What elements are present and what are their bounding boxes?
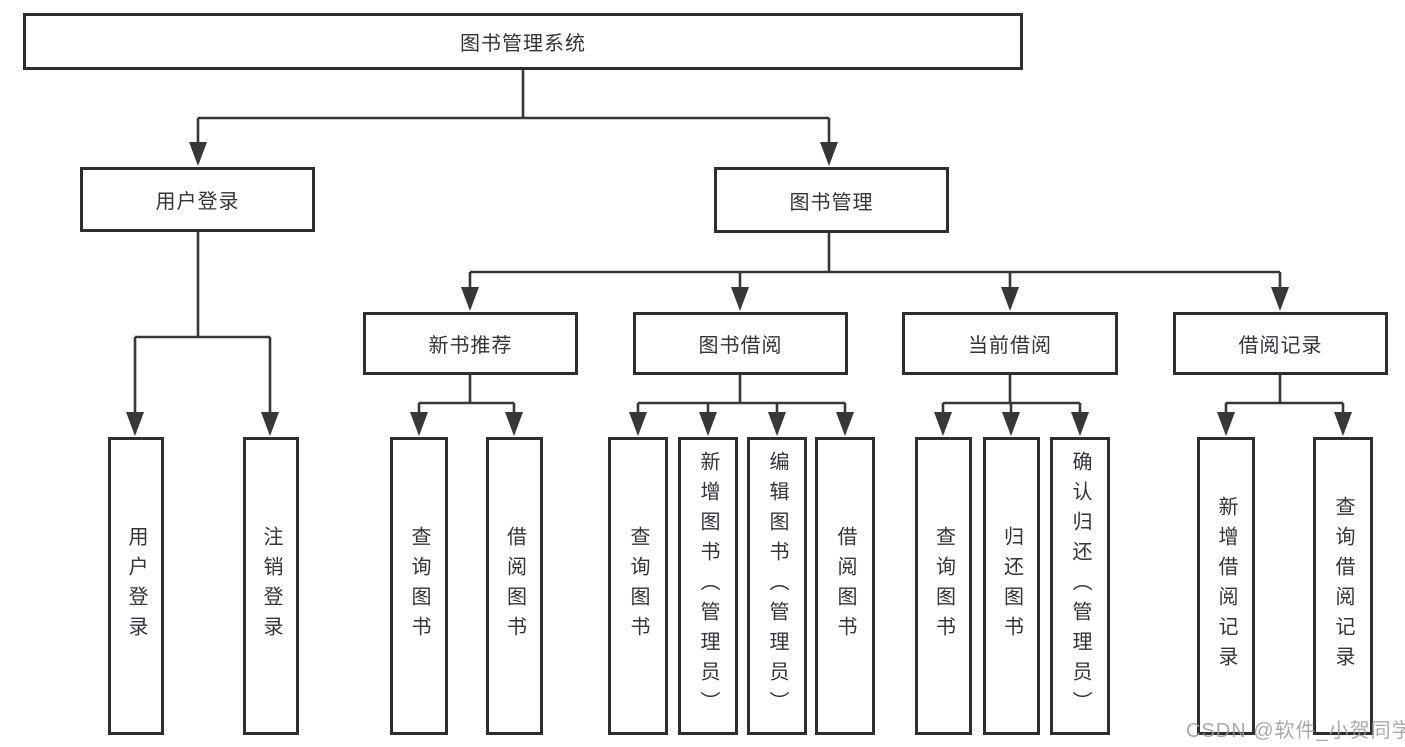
leaf-current-query-books: 查询图书 [915,437,972,735]
leaf-borrowing-edit-books-admin: 编辑图书（管理员） [747,437,807,735]
arrowhead-icon [1001,287,1019,311]
connector-bookborrow-to-leaves [636,375,847,433]
leaf-newbooks-borrow-books: 借阅图书 [486,437,543,735]
connector-bookmgmt-to-level3 [468,233,1282,308]
csdn-watermark: CSDN @软件_小贺同学 [1186,720,1405,742]
node-user-login: 用户登录 [80,167,315,232]
connector-newbooks-to-leaves [417,375,516,433]
connector-records-to-leaves [1224,375,1345,433]
leaf-borrowing-query-books: 查询图书 [608,437,668,735]
arrowhead-icon [189,142,207,166]
arrowhead-icon [820,142,838,166]
leaf-records-query-record: 查询借阅记录 [1313,437,1373,735]
node-book-borrowing: 图书借阅 [633,312,848,375]
leaf-borrowing-borrow-books: 借阅图书 [815,437,875,735]
arrowhead-icon [1071,412,1089,436]
arrowheads [126,142,1352,436]
leaf-current-return-books: 归还图书 [983,437,1040,735]
arrowhead-icon [699,412,717,436]
leaf-records-add-record: 新增借阅记录 [1197,437,1255,735]
arrowhead-icon [629,412,647,436]
leaf-newbooks-query-books: 查询图书 [390,437,448,735]
arrowhead-icon [1271,287,1289,311]
node-current-borrowing: 当前借阅 [902,312,1118,375]
leaf-user-login: 用户登录 [108,437,164,735]
node-book-management: 图书管理 [714,167,949,233]
arrowhead-icon [410,412,428,436]
arrowhead-icon [768,412,786,436]
arrowhead-icon [461,287,479,311]
connector-userlogin-to-leaves [133,232,272,433]
arrowhead-icon [1217,412,1235,436]
node-new-book-recommendation: 新书推荐 [363,312,578,375]
arrowhead-icon [731,287,749,311]
arrowhead-icon [261,412,279,436]
leaf-logout: 注销登录 [243,437,299,735]
connector-root-to-level2 [196,70,831,163]
arrowhead-icon [934,412,952,436]
arrowhead-icon [836,412,854,436]
arrowhead-icon [126,412,144,436]
arrowhead-icon [1334,412,1352,436]
leaf-current-confirm-return-admin: 确认归还（管理员） [1050,437,1110,735]
leaf-borrowing-add-books-admin: 新增图书（管理员） [678,437,738,735]
arrowhead-icon [505,412,523,436]
arrowhead-icon [1002,412,1020,436]
node-borrowing-records: 借阅记录 [1173,312,1388,375]
node-library-management-system: 图书管理系统 [23,13,1023,70]
